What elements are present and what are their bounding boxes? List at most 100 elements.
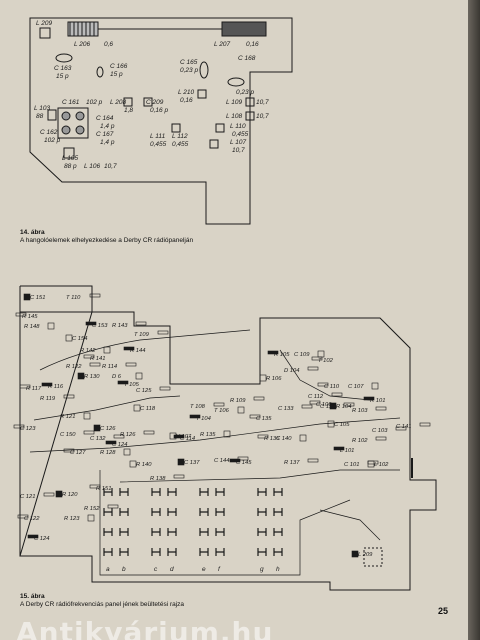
- switch-contact: [119, 508, 129, 516]
- component-body: [47, 322, 55, 330]
- component-body: [351, 550, 359, 558]
- component-label: R 128: [100, 450, 116, 456]
- component-label: C 132: [90, 436, 106, 442]
- switch-contact: [199, 508, 209, 516]
- component-label: C 141: [396, 424, 411, 430]
- switch-contact: [257, 508, 267, 516]
- component-body: [107, 504, 119, 509]
- label-L107: L 107: [230, 139, 247, 146]
- component-label: C 124: [34, 536, 49, 542]
- component-label: C 106: [316, 402, 332, 408]
- label-C166: C 166: [110, 63, 128, 70]
- figure-15-number: 15. ábra: [20, 593, 45, 600]
- switch-contact: [103, 548, 113, 556]
- switch-contact: [199, 548, 209, 556]
- component-label: R 101: [370, 398, 385, 404]
- figure-15-caption-text: A Derby CR rádiófrekvenciás panel jének …: [20, 601, 185, 608]
- component-body: [77, 372, 85, 380]
- component-body: [65, 334, 73, 342]
- component-body: [133, 404, 141, 412]
- component-body: [15, 312, 27, 317]
- label-L112-value: 0,455: [172, 141, 189, 148]
- component-label: R 130: [84, 374, 100, 380]
- column-letter-f: f: [218, 566, 221, 573]
- figure-15-board: [19, 285, 437, 591]
- component-body: [343, 402, 355, 407]
- component-body: [333, 446, 345, 451]
- component-label: R 121: [60, 414, 75, 420]
- component-label: R 143: [112, 323, 128, 329]
- component-label: R 152: [84, 506, 100, 512]
- column-letter-b: b: [122, 566, 126, 573]
- component-label: T 105: [124, 382, 140, 388]
- component-body: [223, 430, 231, 438]
- label-L209: L 209: [36, 20, 53, 27]
- figure-15-caption: 15. ábra A Derby CR rádiófrekvenciás pan…: [20, 593, 320, 609]
- component-body: [55, 490, 63, 498]
- column-letter-c: c: [154, 566, 158, 573]
- figure-15-components: [13, 293, 431, 558]
- component-label: C 107: [348, 384, 364, 390]
- component-label: R 109: [230, 398, 246, 404]
- label-L111: L 111: [150, 133, 166, 140]
- switch-contact: [119, 488, 129, 496]
- label-C167-value: 1,4 p: [100, 139, 115, 146]
- component-body: [301, 404, 313, 409]
- component-body: [331, 392, 343, 397]
- label-L110: L 110: [230, 123, 246, 130]
- component-body: [237, 456, 249, 461]
- label-C168: C 168: [238, 55, 256, 62]
- component-body: [13, 424, 25, 429]
- component-body: [103, 346, 111, 354]
- schematic-drawings: L 209 L 206 0,6 L 207 0,16 C 163 15 p C …: [13, 17, 437, 591]
- label-C165: C 165: [180, 59, 198, 66]
- component-label: T 106: [214, 408, 230, 414]
- watermark: Antikvárium.hu: [16, 618, 274, 640]
- label-L210: L 210: [178, 89, 195, 96]
- component-body: [419, 422, 431, 427]
- component-label: C 124: [112, 442, 127, 448]
- component-label: C 135: [256, 416, 272, 422]
- component-label: C 150: [60, 432, 76, 438]
- label-L105: L 105: [62, 155, 79, 162]
- figure-14-caption: 14. ábra A hangolóelemek elhelyezkedése …: [20, 229, 280, 245]
- component-body: [395, 426, 407, 431]
- component-body: [213, 402, 225, 407]
- component-label: C 118: [140, 406, 156, 412]
- label-C162: C 162: [40, 129, 58, 136]
- label-L108-value: 10,7: [256, 113, 269, 120]
- label-C164: C 164: [96, 115, 114, 122]
- label-L105-value: 88 p: [64, 163, 77, 170]
- component-label: C 123: [20, 426, 36, 432]
- component-body: [89, 362, 101, 367]
- page-number: 25: [438, 606, 449, 616]
- component-body: [253, 396, 265, 401]
- component-body: [89, 484, 101, 489]
- component-body: [19, 384, 31, 389]
- label-L103-value: 88: [36, 113, 44, 120]
- label-L207-value: 0,16: [246, 41, 259, 48]
- label-C164-value: 1,4 p: [100, 123, 115, 130]
- component-body: [117, 380, 129, 385]
- switch-contact: [257, 528, 267, 536]
- switch-contact: [103, 528, 113, 536]
- component-label: C 151: [30, 295, 45, 301]
- component-label: R 145: [22, 314, 38, 320]
- label-C161: C 161: [62, 99, 80, 106]
- component-label: T 108: [190, 404, 206, 410]
- component-label: L 209: [358, 552, 373, 558]
- component-label: R 120: [62, 492, 78, 498]
- component-body: [177, 458, 185, 466]
- component-label: C 103: [372, 428, 388, 434]
- component-label: R 122: [66, 364, 82, 370]
- label-L109-value: 10,7: [256, 99, 269, 106]
- component-body: [27, 534, 39, 539]
- component-body: [317, 350, 325, 358]
- switch-contact: [151, 528, 161, 536]
- label-L208-value: 1,8: [124, 107, 133, 114]
- switch-contact: [151, 548, 161, 556]
- component-body: [85, 321, 97, 326]
- label-L103: L 103: [34, 105, 51, 112]
- label-C163-value: 15 p: [56, 73, 69, 80]
